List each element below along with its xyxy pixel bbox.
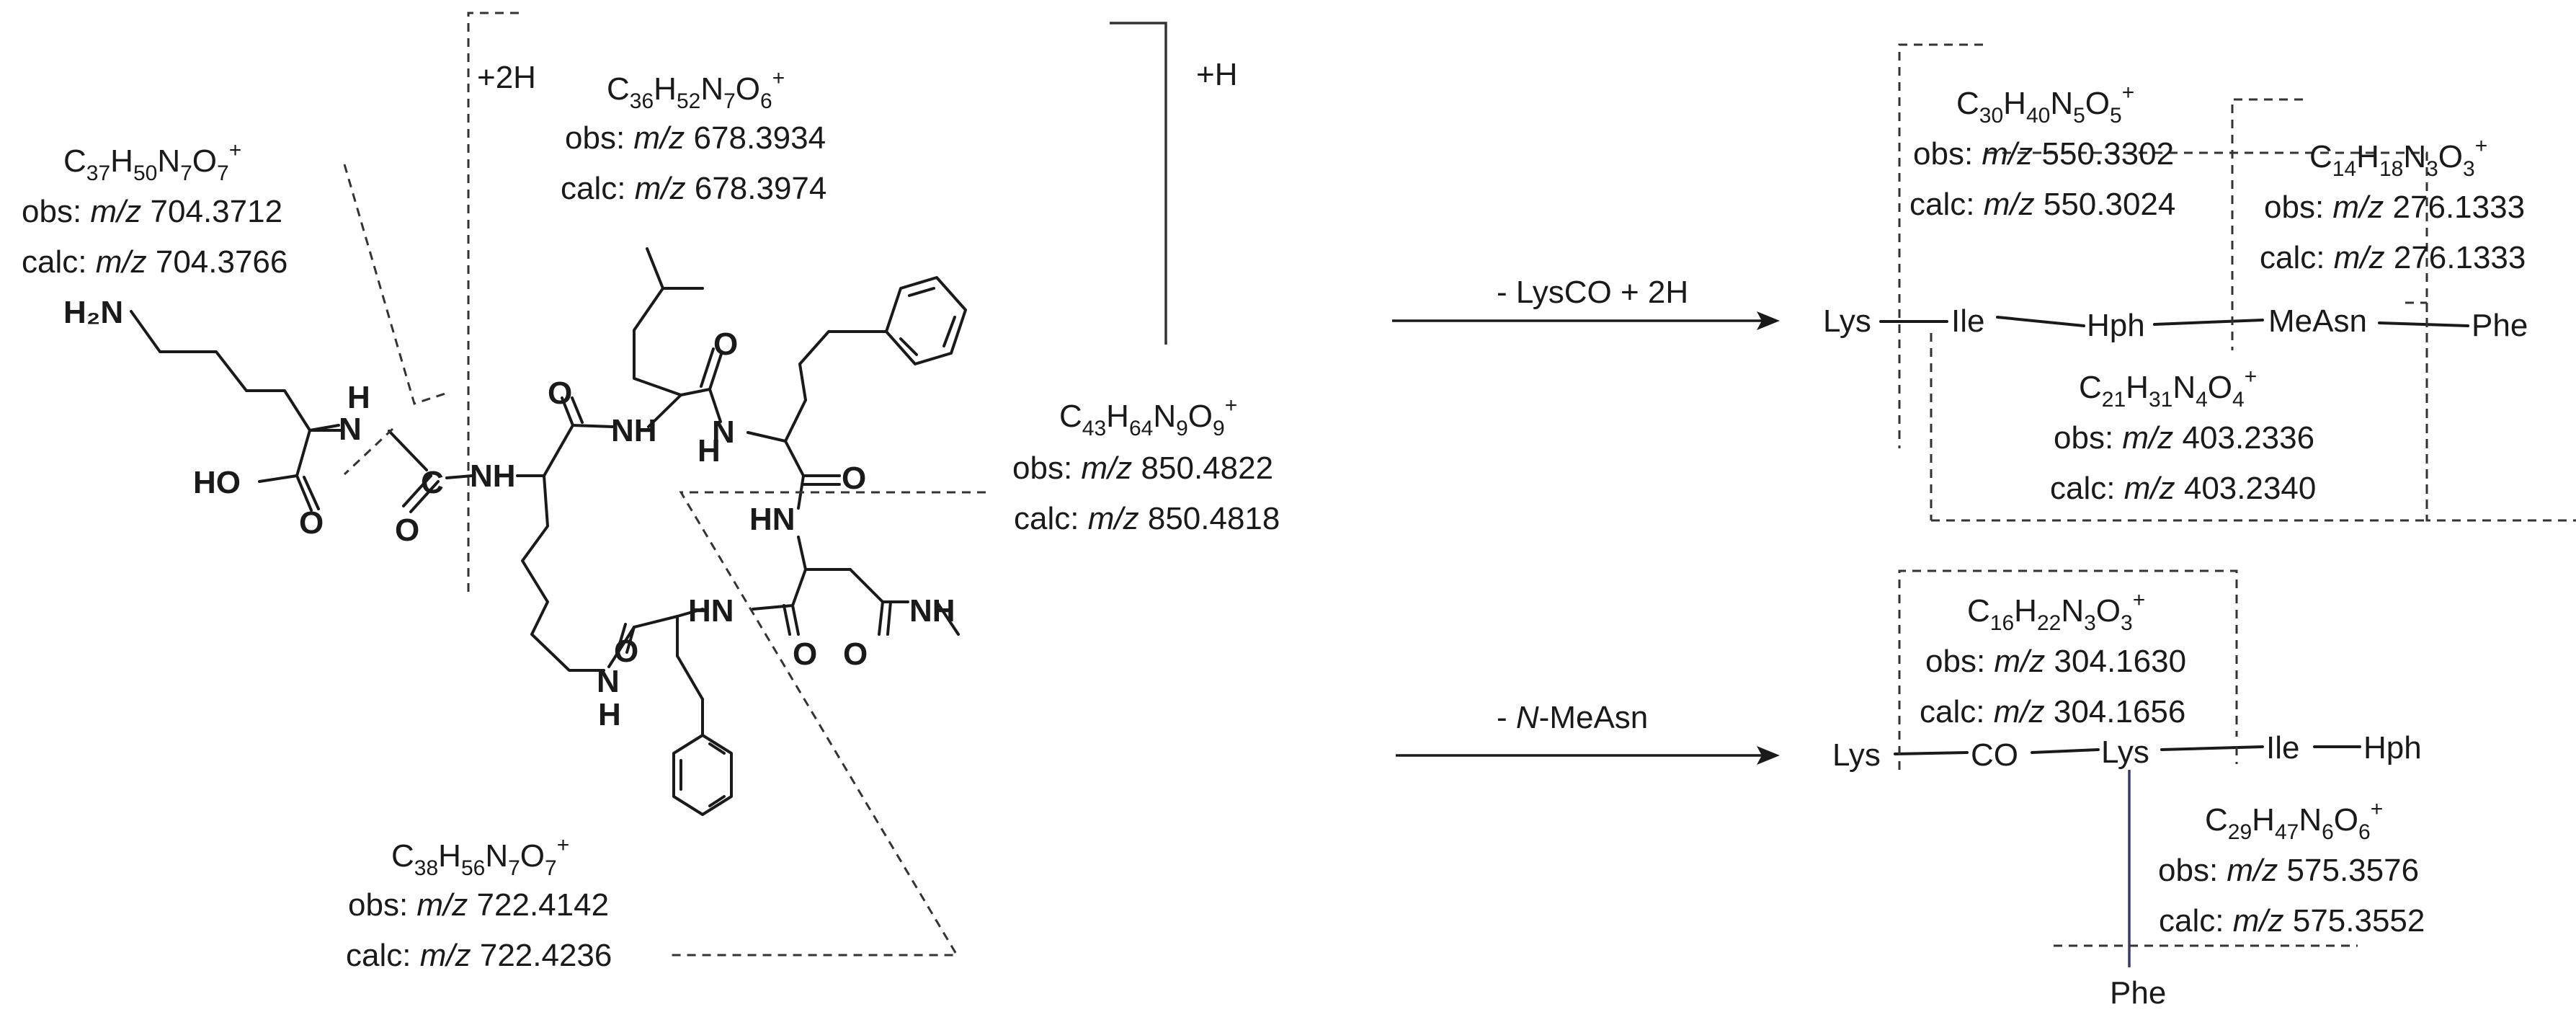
reaction-2-arrowhead <box>1757 746 1780 765</box>
calc-678: calc: m/z 678.3974 <box>561 171 826 206</box>
calc-850: calc: m/z 850.4818 <box>1014 501 1280 536</box>
adduct-plus-2h: +2H <box>477 60 536 95</box>
calc-704: calc: m/z 704.3766 <box>22 244 288 280</box>
formula-550: C30H40N5O5+ <box>1956 81 2134 128</box>
fragment-704: C37H50N7O7+ obs: m/z 704.3712 calc: m/z … <box>22 138 288 280</box>
fragment-850: C43H64N9O9+ obs: m/z 850.4822 calc: m/z … <box>1012 394 1280 536</box>
formula-704: C37H50N7O7+ <box>63 138 241 185</box>
calc-276: calc: m/z 276.1333 <box>2260 240 2526 275</box>
formula-575: C29H47N6O6+ <box>2205 797 2383 844</box>
seq2-co: CO <box>1971 737 2018 773</box>
calc-403: calc: m/z 403.2340 <box>2050 471 2316 506</box>
atom-o-lys: O <box>299 505 324 541</box>
obs-722: obs: m/z 722.4142 <box>348 887 609 923</box>
atom-o-b: O <box>548 376 572 411</box>
atom-o-d: O <box>842 461 866 496</box>
obs-304: obs: m/z 304.1630 <box>1925 644 2186 679</box>
atom-nh-f: NH <box>909 593 955 629</box>
seq2-phe: Phe <box>2110 975 2166 1011</box>
atom-h2n: H₂N <box>63 295 123 330</box>
calc-550: calc: m/z 550.3024 <box>1909 187 2175 222</box>
reaction-2: - N-MeAsn <box>1396 700 1780 765</box>
obs-276: obs: m/z 276.1333 <box>2264 190 2525 225</box>
seq1-lys: Lys <box>1823 303 1871 339</box>
seq1-measn: MeAsn <box>2268 303 2367 339</box>
atom-hn-e: HN <box>749 502 795 537</box>
adduct-plus-h: +H <box>1196 57 1237 92</box>
atom-o-f: O <box>843 636 868 672</box>
fragment-276: C14H18N3O3+ obs: m/z 276.1333 calc: m/z … <box>2260 134 2526 275</box>
reaction-1-label: - LysCO + 2H <box>1497 275 1688 310</box>
fragment-304: C16H22N3O3+ obs: m/z 304.1630 calc: m/z … <box>1920 588 2186 729</box>
fragment-575: C29H47N6O6+ obs: m/z 575.3576 calc: m/z … <box>2158 797 2425 939</box>
atom-o-carbonyl: O <box>395 512 419 548</box>
atom-o-g: O <box>614 634 638 669</box>
reaction-2-label: - N-MeAsn <box>1497 700 1648 735</box>
atom-nh-a-h: H <box>347 380 370 415</box>
formula-678: C36H52N7O6+ <box>607 66 785 113</box>
obs-850: obs: m/z 850.4822 <box>1012 451 1273 486</box>
molecule-atoms: H₂N N H HO O C O NH O NH O H N O HN O NH… <box>63 295 955 732</box>
atom-ho: HO <box>193 465 241 500</box>
atom-nh-d-n: N <box>712 414 735 450</box>
atom-nh-a: N <box>339 412 362 447</box>
fragment-403: C21H31N4O4+ obs: m/z 403.2336 calc: m/z … <box>2050 365 2316 506</box>
seq2-lys-1: Lys <box>1832 737 1881 773</box>
atom-nh-h: N <box>597 664 620 699</box>
sequence-2: Lys CO Lys Ile Hph Phe <box>1832 569 2422 1011</box>
formula-850: C43H64N9O9+ <box>1059 394 1237 440</box>
atom-nh-b: NH <box>470 458 516 494</box>
reaction-1-arrowhead <box>1757 311 1780 330</box>
atom-nh-c: NH <box>611 413 657 448</box>
reaction-1: - LysCO + 2H <box>1392 275 1780 330</box>
formula-276: C14H18N3O3+ <box>2309 134 2487 181</box>
fragment-550: C30H40N5O5+ obs: m/z 550.3302 calc: m/z … <box>1909 81 2175 222</box>
fragment-722: C38H56N7O7+ obs: m/z 722.4142 calc: m/z … <box>346 833 612 973</box>
seq2-hph: Hph <box>2363 730 2422 766</box>
seq1-ile: Ile <box>1951 303 1984 339</box>
obs-403: obs: m/z 403.2336 <box>2054 420 2314 456</box>
calc-722: calc: m/z 722.4236 <box>346 938 612 973</box>
atom-hn-g: HN <box>688 593 734 629</box>
formula-304: C16H22N3O3+ <box>1967 588 2145 635</box>
molecule-bonds <box>130 247 967 816</box>
formula-722: C38H56N7O7+ <box>391 833 569 880</box>
calc-575: calc: m/z 575.3552 <box>2159 903 2425 939</box>
cleavage-lines <box>343 12 1167 957</box>
seq2-lys-2: Lys <box>2101 735 2149 770</box>
sequence-1: Lys Ile Hph MeAsn Phe <box>1823 43 2576 522</box>
atom-o-e: O <box>793 636 817 672</box>
formula-403: C21H31N4O4+ <box>2079 365 2257 412</box>
atom-o-c: O <box>713 327 738 362</box>
atom-c-carbonyl: C <box>421 465 444 500</box>
seq1-hph: Hph <box>2087 308 2145 343</box>
obs-678: obs: m/z 678.3934 <box>565 120 826 156</box>
obs-575: obs: m/z 575.3576 <box>2158 853 2419 888</box>
obs-704: obs: m/z 704.3712 <box>22 194 282 229</box>
atom-nh-h-h: H <box>598 697 621 732</box>
calc-304: calc: m/z 304.1656 <box>1920 694 2185 729</box>
seq2-ile: Ile <box>2266 730 2299 766</box>
seq1-phe: Phe <box>2472 308 2528 343</box>
obs-550: obs: m/z 550.3302 <box>1913 136 2174 172</box>
fragment-678: C36H52N7O6+ obs: m/z 678.3934 calc: m/z … <box>561 66 826 206</box>
atom-nh-d-h: H <box>698 433 721 469</box>
